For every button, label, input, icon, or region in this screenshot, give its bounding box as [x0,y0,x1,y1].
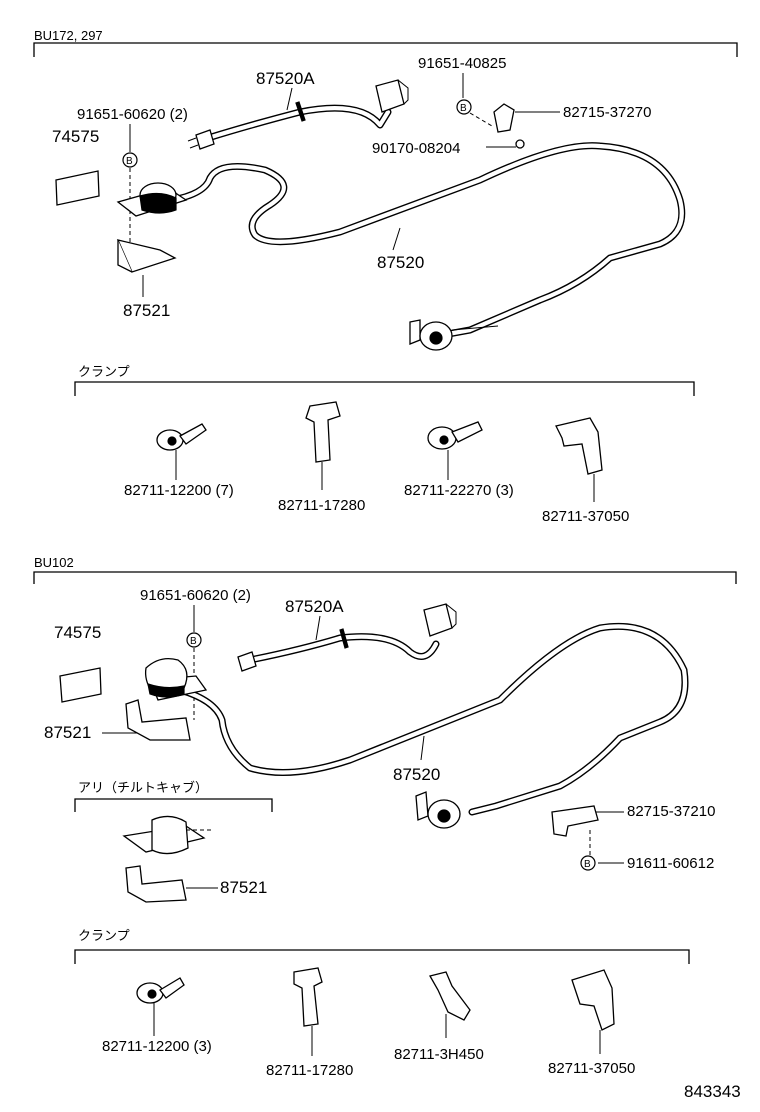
option-bracket [125,865,187,903]
plate-part [55,170,100,206]
bottom-plug-icon [237,651,257,672]
clamp-bottom-2-label: 82711-17280 [266,1062,353,1079]
section-bottom-header: BU102 [34,555,74,570]
bottom-b-mark-right [580,855,596,871]
label-cable: 87520 [377,253,424,272]
diagram-id: 843343 [684,1082,741,1101]
option-group-bracket [74,798,273,812]
bottom-cable-head [144,657,188,693]
clamp-bottom-2 [293,967,323,1056]
main-cable [168,142,686,338]
b-mark-right-text: B [460,103,467,114]
label-bottom-bracket-right: 82715-37210 [627,803,715,820]
clamp-group-top-bracket [74,381,695,396]
clamp-bottom-4-label: 82711-37050 [548,1060,635,1077]
section-top-bracket-line [33,42,738,57]
cord-a-clip [295,101,306,122]
b-mark-left-text: B [126,156,133,167]
label-bracket-right: 82715-37270 [563,104,651,121]
section-top-header: BU172, 297 [34,28,103,43]
bottom-bracket-87521 [125,699,191,741]
clamp-top-3 [427,421,483,480]
bottom-connector-icon [423,603,453,637]
option-head [151,815,189,855]
assembly-line-right [469,112,493,127]
clamp-top-1-label: 82711-12200 (7) [124,482,234,499]
clamp-top-2-label: 82711-17280 [278,497,365,514]
option-group-title: アリ（チルトキャブ） [78,780,208,795]
bottom-b-mark-left-text: B [190,636,197,647]
clamp-group-bottom-title: クランプ [78,928,130,943]
label-bottom-cable: 87520 [393,765,440,784]
bracket-82715 [493,103,515,133]
clamp-top-4 [555,417,603,502]
section-bottom: BU102 91651-60620 (2) 87520A 74575 87521… [33,555,741,1101]
clamp-top-1 [156,423,207,480]
cable-end-bracket [409,319,421,345]
plug-icon [195,129,215,150]
section-top: BU172, 297 87520A 91651-40825 82715-3727… [33,28,738,525]
clamp-group-top-title: クランプ [78,364,130,379]
label-bottom-bolt-qty: 91651-60620 (2) [140,587,251,604]
label-bolt-top: 91651-40825 [418,55,506,72]
clamp-group-bottom-bracket [74,949,690,964]
bottom-cable-end-bracket [415,791,429,821]
nut-icon [515,139,525,149]
label-bottom-cord-a: 87520A [285,597,344,616]
clamp-bottom-1-label: 82711-12200 (3) [102,1038,212,1055]
bottom-bracket-82715 [551,805,599,837]
b-mark-right [456,99,472,115]
leader-cord-a [286,87,293,111]
option-group-label: 87521 [220,878,267,897]
bottom-b-mark-right-text: B [584,859,591,870]
clamp-bottom-4 [571,969,615,1054]
clamp-top-3-label: 82711-22270 (3) [404,482,514,499]
label-bottom-bolt: 91611-60612 [627,855,714,872]
clamp-bottom-3 [429,971,471,1038]
label-nut: 90170-08204 [372,140,460,157]
clamp-bottom-3-label: 82711-3H450 [394,1046,484,1063]
label-bracket-left: 87521 [123,301,170,320]
label-plate: 74575 [52,127,99,146]
clamp-top-2 [305,401,341,490]
bottom-b-mark-left [186,632,202,648]
label-bolt-qty: 91651-60620 (2) [77,106,188,123]
clamp-top-4-label: 82711-37050 [542,508,629,525]
b-mark-left [122,152,138,168]
label-bottom-plate: 74575 [54,623,101,642]
connector-icon [375,79,405,113]
section-bottom-bracket-line [33,571,737,584]
label-bottom-bracket-left: 87521 [44,723,91,742]
leader-cable [392,227,401,251]
bottom-plate-part [59,667,102,703]
label-cord-a: 87520A [256,69,315,88]
clamp-bottom-1 [136,977,185,1036]
